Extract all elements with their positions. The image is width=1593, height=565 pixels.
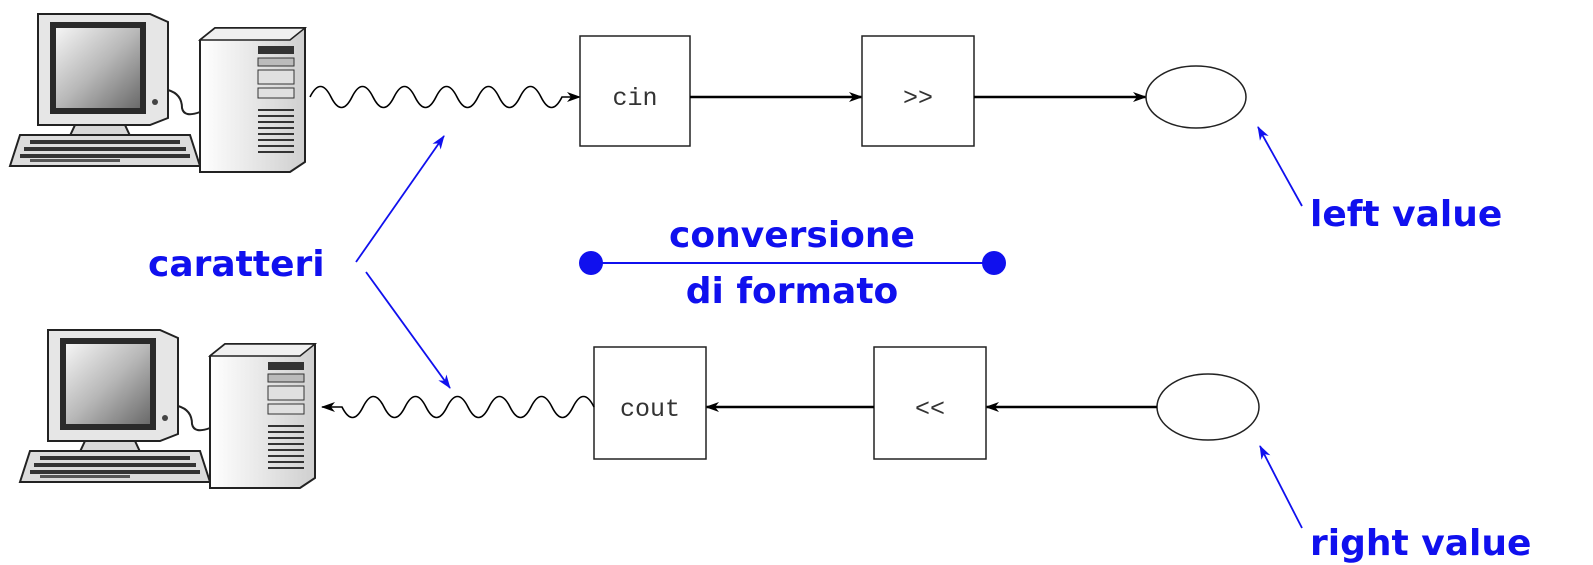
cin-box [579, 35, 691, 147]
characters-arrow-up [355, 135, 445, 263]
insert-operator-label: << [915, 395, 945, 424]
extract-operator-box [861, 35, 975, 147]
conversion-left-dot [579, 251, 603, 275]
extract-operator-label: >> [903, 84, 933, 113]
right-value-arrow [1259, 445, 1303, 529]
conversion-label-line1: conversione [669, 215, 915, 256]
conversion-right-dot [982, 251, 1006, 275]
desktop-computer-icon [9, 13, 306, 173]
left-value-ellipse [1145, 65, 1247, 129]
left-value-arrow [1257, 126, 1303, 207]
right-value-label: right value [1310, 523, 1531, 564]
character-stream-in-wavy-line [309, 85, 581, 109]
cout-label: cout [620, 395, 680, 424]
conversion-label-line2: di formato [686, 271, 899, 312]
cin-label: cin [612, 84, 657, 113]
cout-box [593, 346, 707, 460]
right-value-ellipse [1156, 373, 1260, 441]
insert-operator-box [873, 346, 987, 460]
character-stream-out-wavy-line [321, 395, 595, 419]
left-value-label: left value [1310, 194, 1502, 235]
characters-label: caratteri [148, 244, 325, 285]
characters-arrow-down [365, 271, 451, 389]
desktop-computer-icon [19, 329, 316, 489]
